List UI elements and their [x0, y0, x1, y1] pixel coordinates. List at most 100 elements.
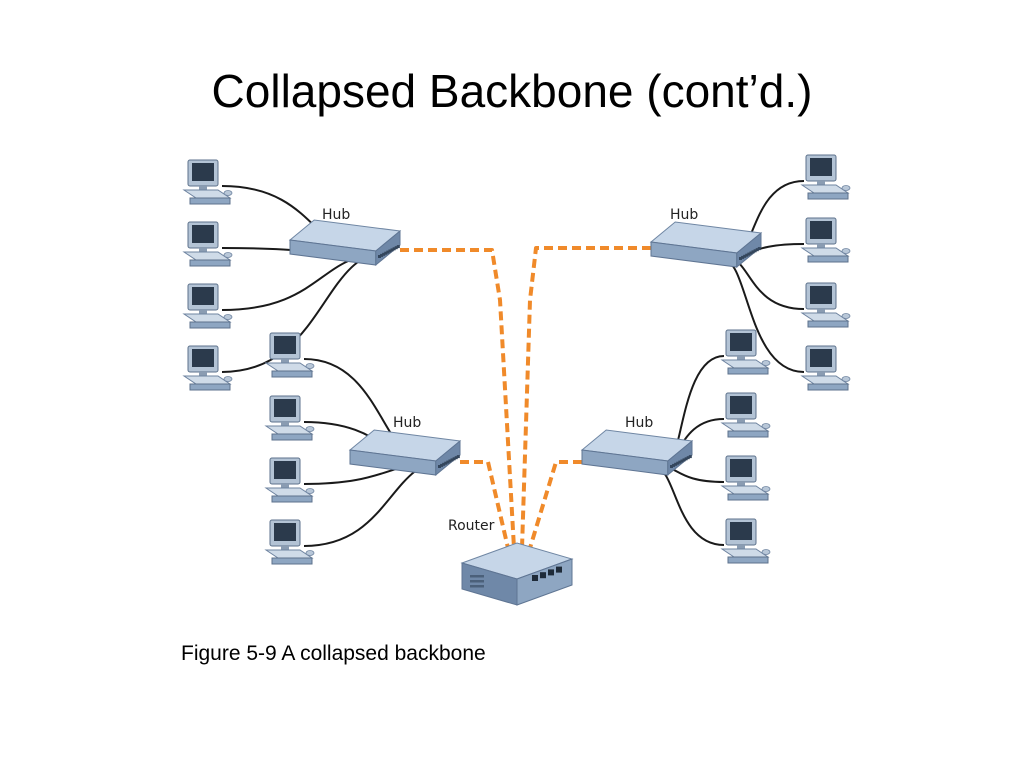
mouse	[761, 360, 771, 366]
monitor-screen	[192, 287, 214, 305]
workstation	[264, 395, 315, 441]
keyboard	[720, 485, 770, 495]
workstation	[182, 221, 233, 267]
desktop-base	[727, 493, 769, 501]
hub-port	[686, 456, 690, 460]
hub-port	[452, 457, 456, 461]
desktop-base	[271, 433, 313, 441]
devices	[182, 154, 851, 606]
router	[460, 542, 574, 606]
hub-top-left	[288, 219, 402, 267]
desktop-base	[271, 557, 313, 565]
workstation	[264, 457, 315, 503]
monitor-screen	[192, 163, 214, 181]
desktop-base	[807, 255, 849, 263]
hub-port	[390, 248, 394, 252]
monitor-stand	[817, 181, 825, 185]
monitor-stand	[281, 422, 289, 426]
hub-port	[448, 459, 452, 463]
desktop-base	[271, 495, 313, 503]
backbone-link-bottom-left	[460, 460, 510, 549]
monitor-stand	[817, 244, 825, 248]
keyboard	[720, 422, 770, 432]
hub-port	[396, 245, 400, 249]
keyboard	[182, 251, 232, 261]
desktop-base	[807, 192, 849, 200]
monitor-stand	[281, 484, 289, 488]
monitor-screen	[274, 523, 296, 541]
workstation	[800, 282, 851, 328]
mouse	[223, 314, 233, 320]
monitor-screen	[274, 461, 296, 479]
hub-port	[755, 248, 759, 252]
desktop-base	[807, 320, 849, 328]
keyboard	[264, 549, 314, 559]
lan-cable	[655, 467, 725, 546]
desktop-base	[189, 321, 231, 329]
monitor-stand	[199, 186, 207, 190]
hub-port	[450, 458, 454, 462]
lan-cable	[221, 251, 388, 373]
hub-port	[388, 249, 392, 253]
monitor-screen	[192, 225, 214, 243]
hub-port	[670, 465, 673, 468]
hub-top-right	[649, 221, 763, 269]
device-labels: Hub Hub Hub Hub Router	[322, 207, 698, 534]
hub-port	[741, 255, 745, 259]
hub-port	[394, 246, 398, 250]
monitor-screen	[810, 349, 832, 367]
mouse	[761, 486, 771, 492]
hub-port	[454, 456, 458, 460]
hub-port	[392, 247, 396, 251]
keyboard	[182, 189, 232, 199]
workstation	[720, 392, 771, 438]
monitor-screen	[810, 286, 832, 304]
hub-port	[751, 250, 755, 254]
hub-label-top-right: Hub	[670, 207, 698, 223]
workstation	[720, 455, 771, 501]
monitor-screen	[810, 158, 832, 176]
desktop-base	[807, 383, 849, 391]
hub-bottom-right	[580, 429, 694, 477]
monitor-stand	[737, 356, 745, 360]
hub-port	[386, 250, 390, 254]
monitor-stand	[817, 372, 825, 376]
router-port	[532, 575, 538, 581]
desktop-base	[271, 370, 313, 378]
slide-title: Collapsed Backbone (cont’d.)	[211, 65, 813, 117]
mouse	[305, 550, 315, 556]
mouse	[841, 248, 851, 254]
backbone-links	[400, 246, 651, 549]
keyboard	[264, 362, 314, 372]
hub-port	[382, 252, 386, 256]
hub-port	[680, 459, 684, 463]
hub-label-bottom-right: Hub	[625, 415, 653, 431]
lan-cable	[727, 257, 805, 310]
router-vent	[470, 575, 484, 578]
monitor-stand	[737, 482, 745, 486]
mouse	[305, 363, 315, 369]
keyboard	[182, 313, 232, 323]
workstation	[182, 345, 233, 391]
hub-port	[444, 461, 448, 465]
workstation	[264, 332, 315, 378]
hub-port	[757, 247, 761, 251]
mouse	[841, 313, 851, 319]
workstation	[800, 345, 851, 391]
keyboard	[264, 425, 314, 435]
hub-port	[440, 463, 444, 467]
keyboard	[182, 375, 232, 385]
backbone-link-bottom-right	[528, 460, 582, 549]
hub-port	[745, 253, 749, 257]
desktop-base	[189, 259, 231, 267]
monitor-screen	[730, 522, 752, 540]
router-port	[548, 569, 554, 576]
mouse	[761, 423, 771, 429]
monitor-screen	[810, 221, 832, 239]
router-vent	[470, 580, 484, 583]
router-port	[556, 566, 562, 573]
hub-port	[438, 465, 441, 468]
backbone-link-top-left	[400, 248, 516, 549]
monitor-stand	[817, 309, 825, 313]
